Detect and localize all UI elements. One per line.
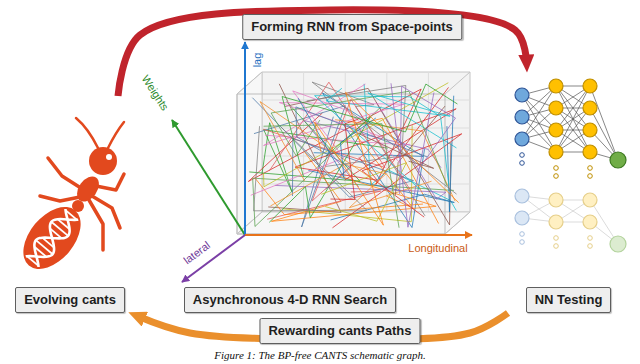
nn-neuron-faded — [610, 236, 626, 252]
box-edge — [445, 72, 470, 94]
axis-label: lateral — [181, 239, 213, 267]
ant-leg — [96, 174, 124, 190]
nn-neuron-faded — [515, 189, 529, 203]
search-path — [269, 117, 370, 222]
ant-leg — [89, 200, 103, 250]
nn-neuron — [583, 145, 597, 159]
figure-caption: Figure 1: The BP-free CANTS schematic gr… — [0, 349, 640, 362]
ant-leg — [48, 158, 84, 190]
nn-ellipsis-dot — [588, 166, 593, 171]
ant-head — [89, 147, 117, 175]
axis-label: Longitudinal — [408, 242, 467, 255]
neural-net-illustration — [515, 79, 626, 252]
axis-line — [245, 234, 472, 236]
nn-ellipsis-dot — [588, 244, 593, 249]
ant-abdomen — [12, 196, 92, 279]
nn-ellipsis-dot — [554, 236, 559, 241]
search-path — [251, 91, 401, 195]
nn-ellipsis-dot — [520, 240, 525, 245]
nn-neuron-faded — [549, 215, 563, 229]
stage-panel: Evolving cants — [8, 96, 132, 313]
search-path — [254, 126, 367, 211]
grid-line — [262, 156, 470, 157]
nn-neuron — [515, 88, 529, 102]
plot-box — [237, 72, 470, 234]
nn-ellipsis-dot — [520, 153, 525, 158]
dna-rung — [36, 240, 53, 254]
dna-stripes — [18, 200, 86, 275]
nn-ellipsis-dot — [520, 232, 525, 237]
nn-ellipsis-dot — [554, 244, 559, 249]
search-path — [400, 86, 456, 194]
dna-rung — [51, 222, 68, 236]
ant-eye — [106, 154, 112, 160]
axis-line — [244, 42, 246, 235]
ant-thorax — [73, 172, 104, 205]
nn-ellipsis-dot — [588, 236, 593, 241]
nn-ellipsis-dot — [554, 174, 559, 179]
axis-label: Weights — [139, 73, 171, 113]
nn-neuron — [549, 145, 563, 159]
ant-antenna — [108, 122, 124, 148]
nn-neuron — [549, 79, 563, 93]
stage-label: Asynchronous 4-D RNN Search — [184, 287, 396, 313]
stage-panel: Asynchronous 4-D RNN Search — [150, 40, 430, 313]
nn-link — [556, 86, 590, 152]
ant-waist — [72, 200, 84, 212]
nn-ellipsis-dot — [554, 166, 559, 171]
ant-antenna — [76, 118, 98, 148]
dna-strand — [18, 200, 86, 275]
axis-label: lag — [251, 53, 264, 68]
cycle-arrow — [118, 10, 527, 96]
nn-neuron-faded — [549, 193, 563, 207]
box-edge — [237, 72, 262, 94]
floor — [237, 212, 470, 234]
nn-neuron-faded — [583, 193, 597, 207]
stage-label: NN Testing — [526, 287, 612, 313]
nn-neuron-faded — [515, 211, 529, 225]
nn-neuron — [583, 123, 597, 137]
search-path — [282, 84, 457, 176]
search-path — [260, 102, 373, 181]
search-path-cloud — [248, 82, 461, 228]
search-path — [358, 134, 433, 169]
nn-neuron — [549, 123, 563, 137]
search-path — [264, 124, 400, 228]
dna-strand — [18, 200, 86, 275]
nn-neuron — [515, 132, 529, 146]
axis-line — [182, 235, 245, 282]
nn-neuron — [515, 110, 529, 124]
nn-neuron — [583, 101, 597, 115]
arrow-label: Rewarding cants Paths — [259, 318, 420, 344]
stage-panel: NN Testing — [505, 72, 632, 313]
nn-ellipsis-dot — [520, 161, 525, 166]
nn-link — [556, 86, 590, 152]
side-wall — [237, 72, 262, 234]
search-path — [330, 119, 358, 199]
nn-neuron — [583, 79, 597, 93]
search-path — [391, 83, 434, 227]
arrow-label: Forming RNN from Space-points — [242, 14, 462, 40]
nn-ellipsis-dot — [588, 174, 593, 179]
ant-illustration — [12, 118, 124, 280]
stage-label: Evolving cants — [15, 287, 125, 313]
nn-neuron — [610, 152, 626, 168]
nn-neuron-faded — [583, 215, 597, 229]
axis-line — [172, 120, 245, 235]
search-path — [321, 163, 406, 221]
nn-neuron — [549, 101, 563, 115]
